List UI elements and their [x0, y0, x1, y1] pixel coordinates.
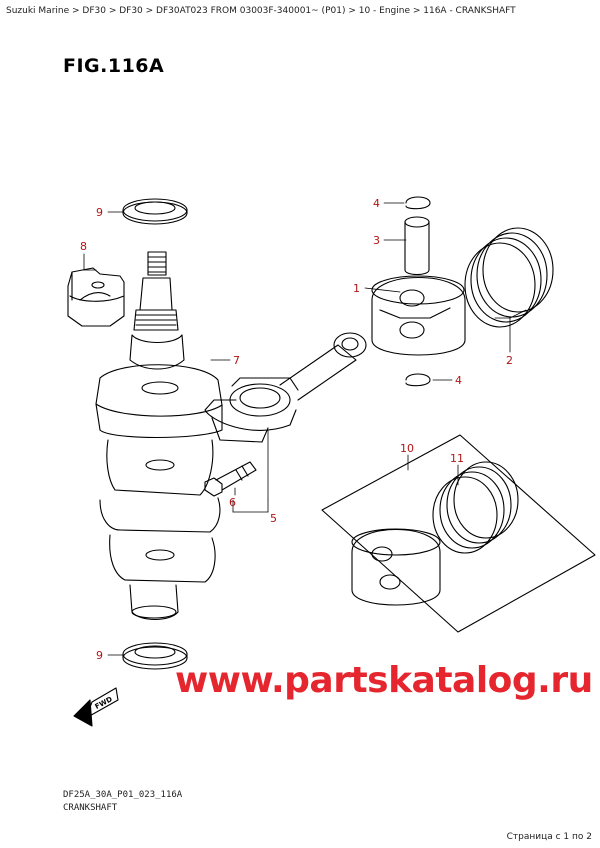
callout-4-bottom[interactable]: 4 [455, 374, 462, 387]
oil-seal-top [122, 198, 188, 225]
piston-rings [464, 227, 554, 328]
connecting-rod [204, 332, 367, 443]
optional-piston-set [321, 434, 596, 633]
callout-1[interactable]: 1 [353, 282, 360, 295]
figure-title: FIG.116A [63, 55, 165, 77]
drawing-caption: CRANKSHAFT [63, 803, 118, 813]
fwd-arrow [73, 687, 119, 727]
callout-3[interactable]: 3 [373, 234, 380, 247]
oil-seal-bottom [122, 642, 188, 670]
leader-lines [83, 202, 527, 656]
crankshaft [95, 251, 223, 621]
piston-pin [404, 216, 430, 276]
crank-bearing [67, 267, 125, 327]
watermark: www.partskatalog.ru [175, 660, 593, 701]
callout-6[interactable]: 6 [229, 496, 236, 509]
callout-8[interactable]: 8 [80, 240, 87, 253]
piston [371, 275, 466, 356]
page-indicator: Страница с 1 по 2 [506, 832, 592, 842]
callout-11[interactable]: 11 [450, 452, 464, 465]
callout-10[interactable]: 10 [400, 442, 414, 455]
circlip-bottom [405, 373, 431, 387]
breadcrumb: Suzuki Marine > DF30 > DF30 > DF30AT023 … [6, 6, 516, 16]
drawing-code: DF25A_30A_P01_023_116A [63, 790, 183, 800]
con-rod-bolt [204, 461, 257, 497]
callout-2[interactable]: 2 [506, 354, 513, 367]
callout-9-top[interactable]: 9 [96, 206, 103, 219]
circlip-top [405, 196, 431, 210]
callout-9-bottom[interactable]: 9 [96, 649, 103, 662]
callout-7[interactable]: 7 [233, 354, 240, 367]
callout-4-top[interactable]: 4 [373, 197, 380, 210]
callout-5[interactable]: 5 [270, 512, 277, 525]
